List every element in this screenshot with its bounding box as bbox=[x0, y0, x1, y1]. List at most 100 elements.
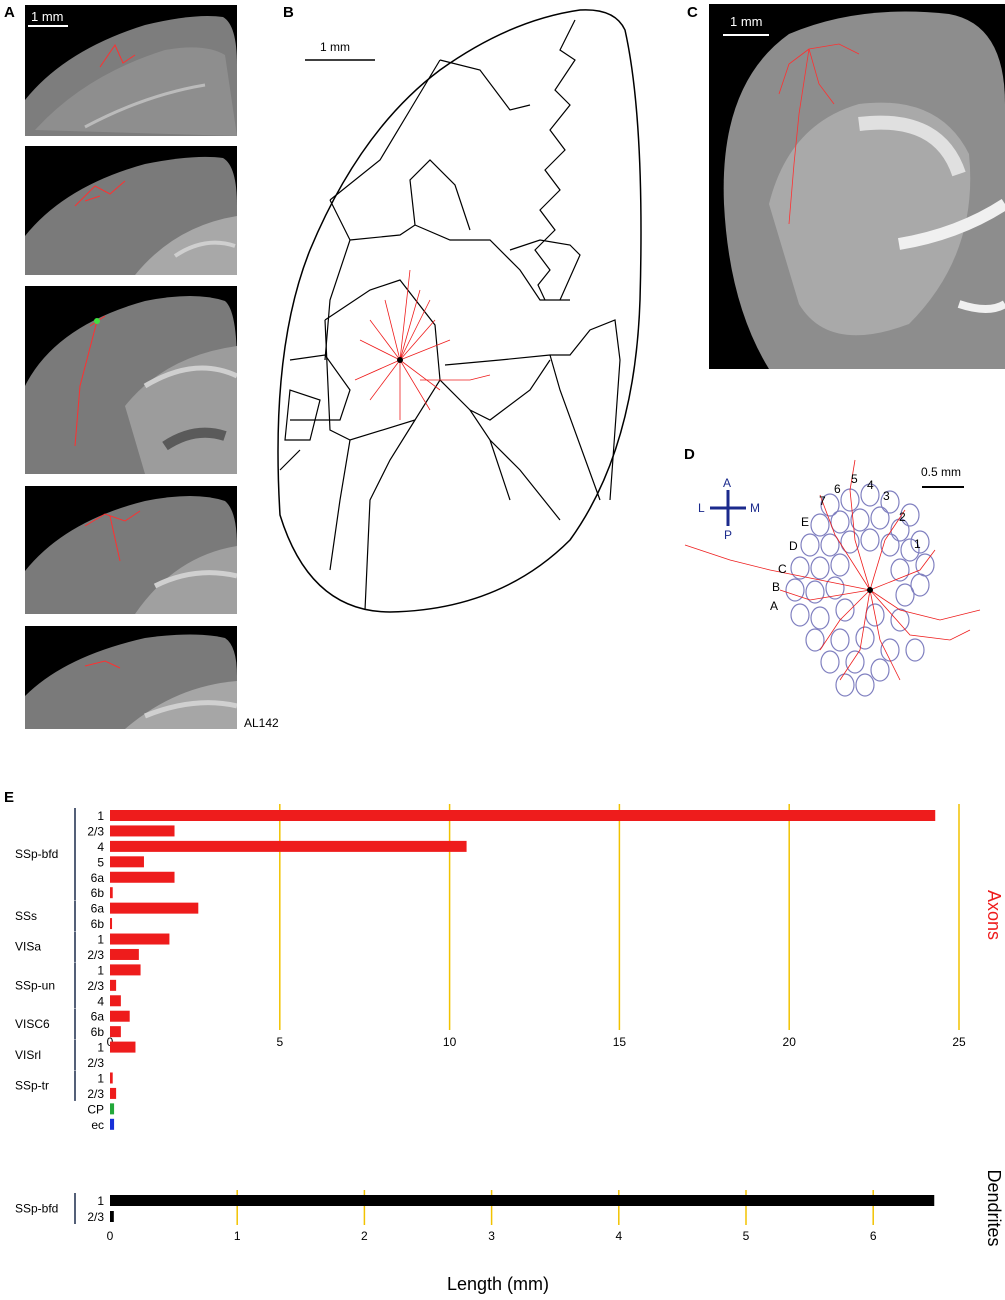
layer-label: 1 bbox=[97, 963, 104, 977]
direction-cross bbox=[710, 490, 746, 526]
x-tick-label: 4 bbox=[615, 1229, 622, 1243]
layer-label: ec bbox=[91, 1118, 104, 1132]
barrel-outline bbox=[880, 638, 900, 662]
region-label: VISC6 bbox=[15, 1017, 50, 1031]
layer-label: 1 bbox=[97, 1194, 104, 1208]
barrel-outline bbox=[890, 518, 910, 542]
bar bbox=[110, 856, 144, 868]
barrel-outline bbox=[870, 658, 890, 682]
barrel-outline bbox=[895, 583, 915, 607]
panel-b-scale-label: 1 mm bbox=[320, 40, 350, 54]
panel-a-section-5 bbox=[25, 626, 237, 729]
series-side-label: Axons bbox=[984, 890, 1004, 940]
barrel-outline bbox=[805, 628, 825, 652]
barrel-outline bbox=[900, 538, 920, 562]
barrel-arc-4: 4 bbox=[867, 478, 874, 492]
barrel-outline bbox=[835, 673, 855, 697]
barrel-outline bbox=[845, 650, 865, 674]
bar bbox=[110, 825, 175, 837]
region-label: SSp-tr bbox=[15, 1079, 49, 1093]
panel-d-letter: D bbox=[684, 446, 695, 463]
bar bbox=[110, 871, 175, 883]
barrel-outline bbox=[820, 650, 840, 674]
bar bbox=[110, 1010, 130, 1022]
specimen-label: AL142 bbox=[244, 716, 279, 730]
bar bbox=[110, 948, 139, 960]
barrel-outline bbox=[805, 580, 825, 604]
barrel-outline bbox=[860, 528, 880, 552]
bar bbox=[110, 1087, 117, 1099]
barrel-outline bbox=[800, 533, 820, 557]
brain-section-image bbox=[25, 16, 237, 136]
layer-label: 6b bbox=[91, 1025, 105, 1039]
bar bbox=[110, 887, 113, 899]
barrel-arc-6: 6 bbox=[834, 482, 841, 496]
barrel-arc-3: 3 bbox=[883, 489, 890, 503]
barrel-outline bbox=[790, 603, 810, 627]
layer-label: 1 bbox=[97, 1071, 104, 1085]
panel-a-section-2 bbox=[25, 146, 237, 275]
x-axis-label: Length (mm) bbox=[447, 1274, 549, 1294]
panel-a-section-4 bbox=[25, 486, 237, 614]
bar bbox=[110, 902, 199, 914]
layer-label: 1 bbox=[97, 1041, 104, 1055]
panel-a-section-3 bbox=[25, 286, 237, 474]
bar bbox=[110, 979, 117, 991]
panel-b-letter: B bbox=[283, 4, 294, 21]
x-tick-label: 6 bbox=[870, 1229, 877, 1243]
bar bbox=[110, 995, 121, 1007]
layer-label: 4 bbox=[97, 994, 104, 1008]
bar bbox=[110, 1026, 121, 1038]
barrel-row-d: D bbox=[789, 539, 798, 553]
barrel-outline bbox=[910, 530, 930, 554]
panel-a-letter: A bbox=[4, 4, 15, 21]
barrel-map bbox=[684, 459, 981, 697]
region-label: VISrl bbox=[15, 1048, 41, 1062]
bar bbox=[110, 1211, 114, 1222]
barrel-outline bbox=[810, 556, 830, 580]
bar bbox=[110, 1072, 113, 1084]
panel-c-letter: C bbox=[687, 4, 698, 21]
layer-label: 2/3 bbox=[87, 1056, 104, 1070]
bar bbox=[110, 810, 936, 821]
medial-label: M bbox=[750, 501, 760, 515]
layer-label: 2/3 bbox=[87, 1087, 104, 1101]
layer-label: 6a bbox=[91, 1010, 105, 1024]
barrel-outline bbox=[910, 573, 930, 597]
bar bbox=[110, 840, 467, 852]
barrel-outline bbox=[840, 530, 860, 554]
x-tick-label: 25 bbox=[952, 1035, 966, 1049]
x-tick-label: 15 bbox=[613, 1035, 627, 1049]
bar bbox=[110, 933, 170, 945]
layer-label: 6b bbox=[91, 917, 105, 931]
x-tick-label: 20 bbox=[783, 1035, 797, 1049]
bar bbox=[110, 964, 141, 976]
barrel-outline bbox=[790, 556, 810, 580]
layer-label: 2/3 bbox=[87, 824, 104, 838]
x-tick-label: 10 bbox=[443, 1035, 457, 1049]
barrel-outline bbox=[870, 506, 890, 530]
barrel-outline bbox=[880, 490, 900, 514]
region-label: SSs bbox=[15, 909, 37, 923]
barrel-outline bbox=[905, 638, 925, 662]
bar bbox=[110, 918, 113, 930]
layer-label: 2/3 bbox=[87, 1210, 104, 1224]
barrel-arc-1: 1 bbox=[914, 537, 921, 551]
barrel-outline bbox=[830, 553, 850, 577]
barrel-row-e: E bbox=[801, 515, 810, 529]
barrel-outline bbox=[825, 576, 845, 600]
x-tick-label: 3 bbox=[488, 1229, 495, 1243]
barrel-arc-7: 7 bbox=[819, 494, 826, 508]
barrel-outline bbox=[855, 673, 875, 697]
layer-label: 6a bbox=[91, 902, 105, 916]
barrel-outline bbox=[835, 598, 855, 622]
barrel-outline bbox=[820, 533, 840, 557]
layer-label: 1 bbox=[97, 809, 104, 823]
layer-label: CP bbox=[87, 1102, 104, 1116]
x-tick-label: 5 bbox=[276, 1035, 283, 1049]
barrel-arc-2: 2 bbox=[899, 510, 906, 524]
bar bbox=[110, 1041, 136, 1053]
panel-d-scale-label: 0.5 mm bbox=[921, 465, 962, 479]
barrel-outline bbox=[830, 628, 850, 652]
